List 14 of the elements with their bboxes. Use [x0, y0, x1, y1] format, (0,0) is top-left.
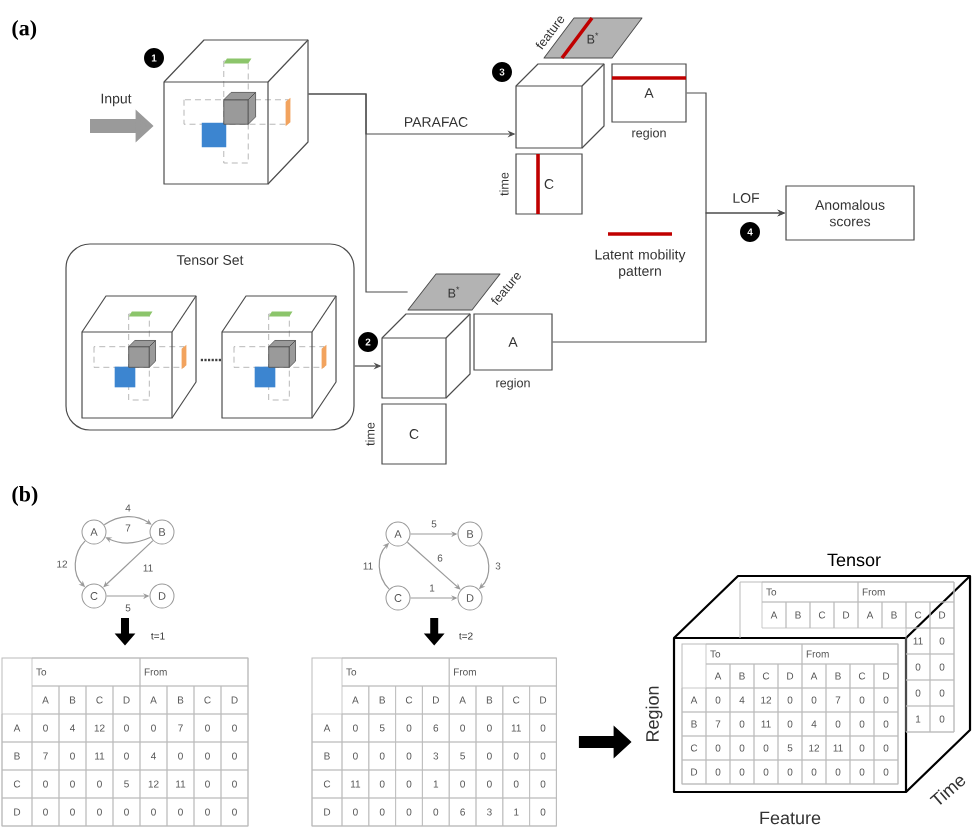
connector-line [307, 93, 409, 293]
axis-label: Time [929, 776, 966, 805]
core-cube [381, 313, 471, 399]
axis-label: Region [645, 686, 663, 742]
axis-label: Feature [760, 811, 821, 825]
tensor-cube [221, 295, 337, 419]
arrow [103, 516, 152, 526]
arrow [103, 539, 154, 588]
tensor-cube [81, 295, 197, 419]
tensor-cube [163, 39, 309, 185]
arrow [406, 541, 461, 590]
panel-label: (b) [12, 486, 38, 506]
core-cube [515, 63, 605, 149]
panel-label: (a) [12, 20, 37, 40]
